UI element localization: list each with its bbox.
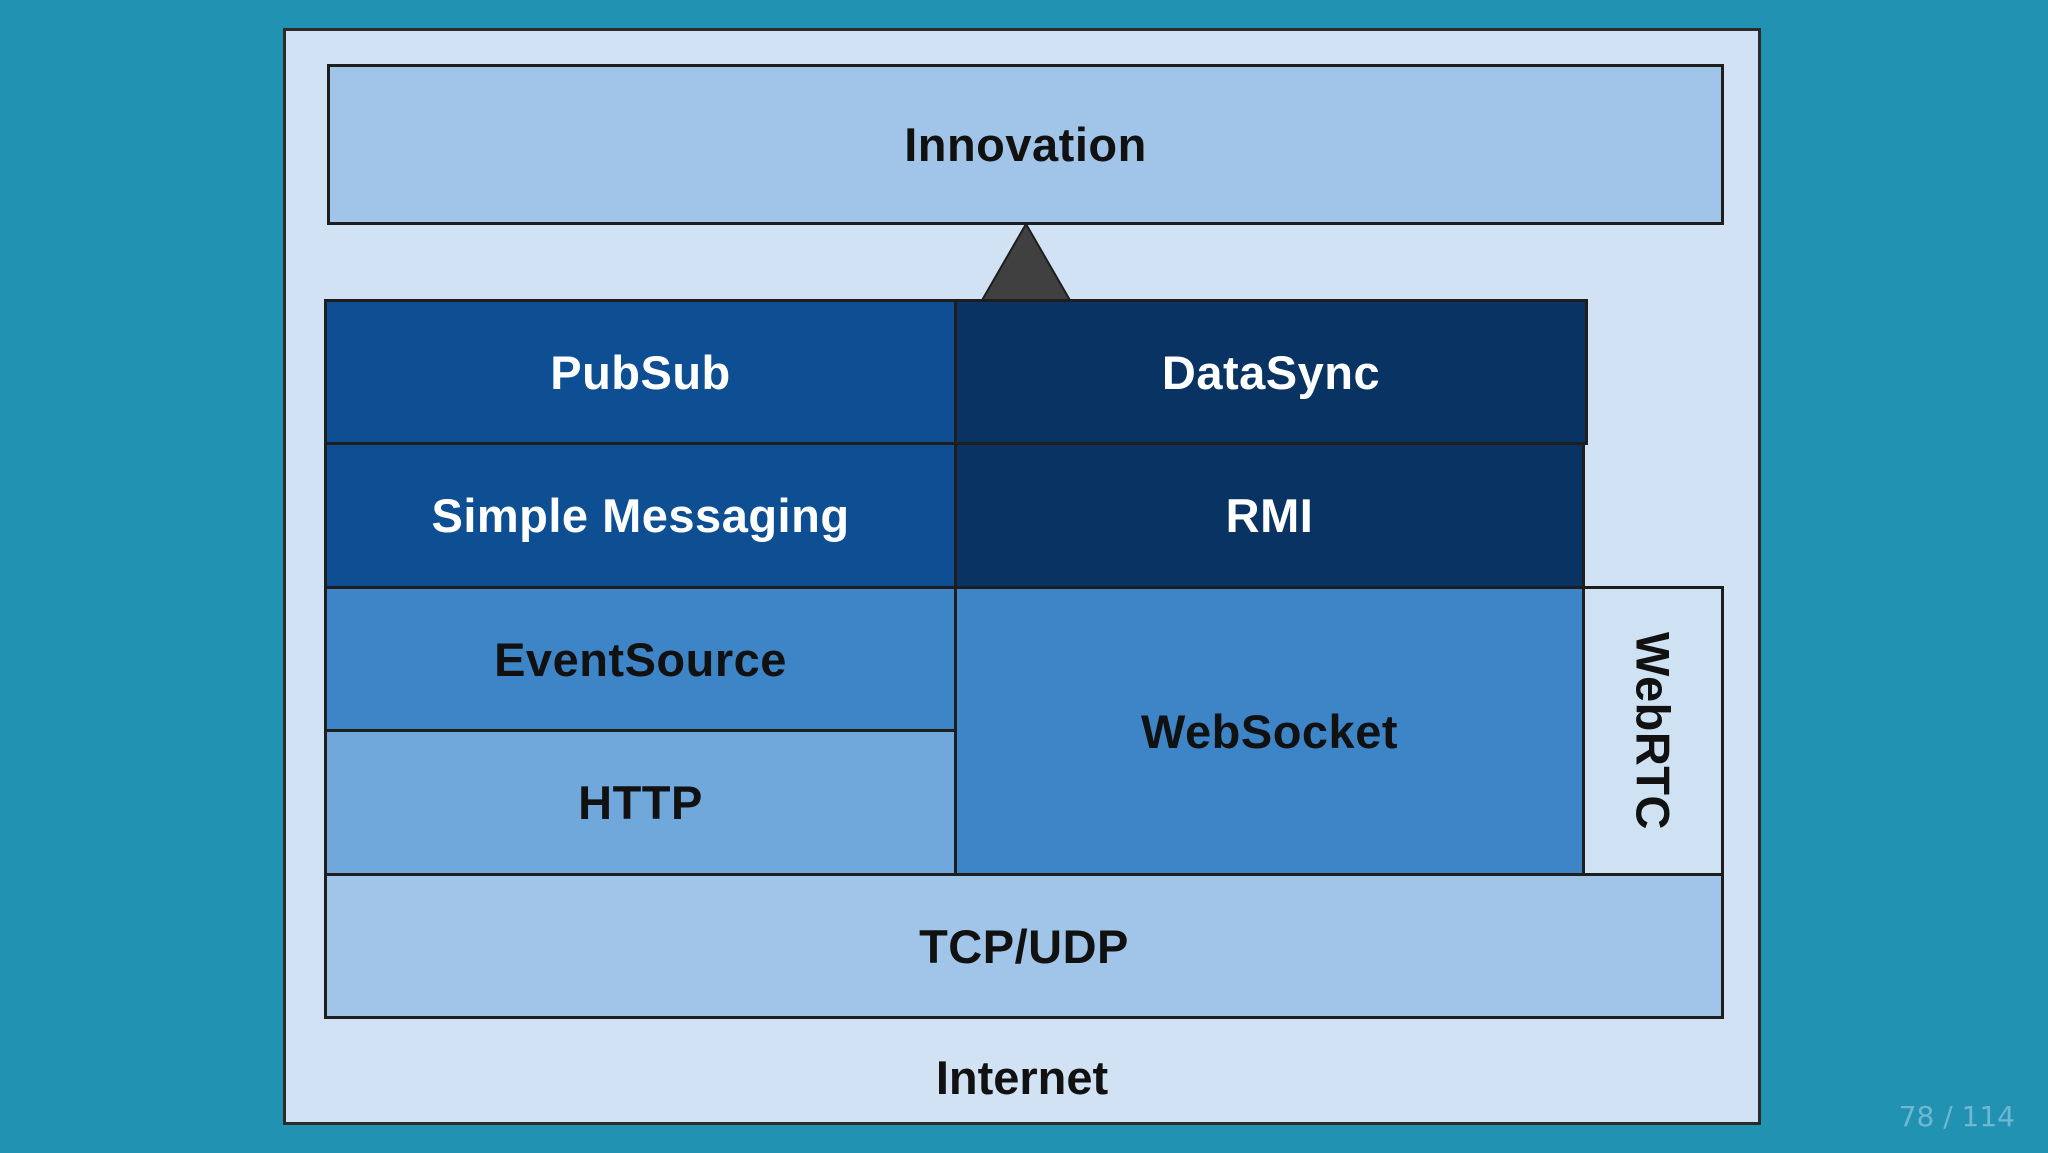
- simple-messaging-layer: Simple Messaging: [324, 442, 957, 589]
- innovation-layer: Innovation: [327, 64, 1724, 225]
- pubsub-layer: PubSub: [324, 299, 957, 445]
- datasync-label: DataSync: [1161, 345, 1381, 399]
- rmi-layer: RMI: [954, 442, 1585, 589]
- internet-label: Internet: [935, 1051, 1109, 1104]
- pubsub-label: PubSub: [550, 345, 731, 399]
- websocket-layer: WebSocket: [954, 586, 1585, 876]
- simple-messaging-label: Simple Messaging: [431, 489, 850, 542]
- tcp-udp-label: TCP/UDP: [919, 919, 1129, 973]
- http-label: HTTP: [578, 776, 703, 829]
- up-arrow-icon: [979, 222, 1073, 302]
- rmi-label: RMI: [1225, 489, 1314, 542]
- page-number: 78 / 114: [1898, 1100, 2015, 1133]
- websocket-label: WebSocket: [1141, 704, 1398, 758]
- http-layer: HTTP: [324, 729, 957, 876]
- webrtc-layer: WebRTC: [1582, 586, 1724, 876]
- tcp-udp-layer: TCP/UDP: [324, 873, 1724, 1019]
- eventsource-layer: EventSource: [324, 586, 957, 732]
- webrtc-label: WebRTC: [1626, 632, 1680, 830]
- eventsource-label: EventSource: [494, 632, 787, 686]
- datasync-layer: DataSync: [954, 299, 1588, 445]
- innovation-label: Innovation: [904, 118, 1147, 171]
